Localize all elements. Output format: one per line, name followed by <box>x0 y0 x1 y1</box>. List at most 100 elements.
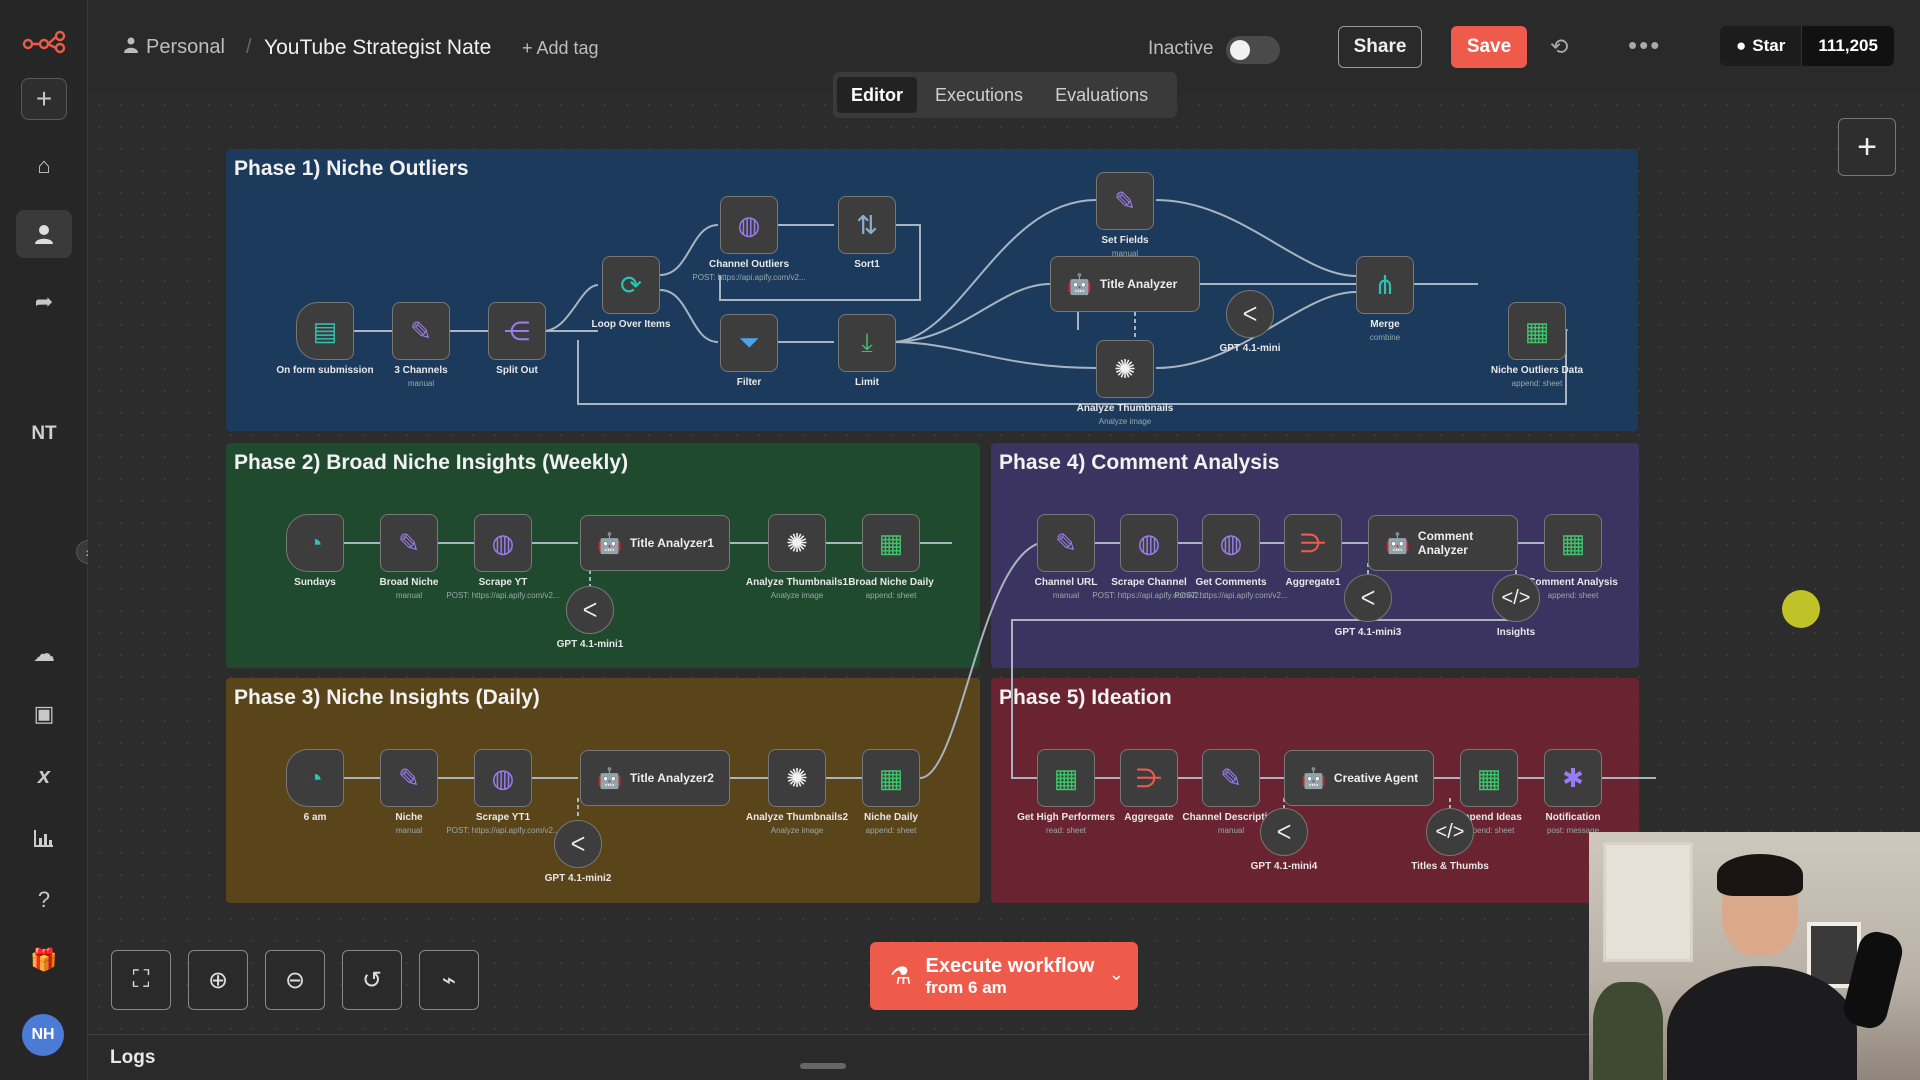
reset-zoom-button[interactable]: ↺ <box>342 950 402 1010</box>
zoom-to-fit-button[interactable]: ⛶ <box>111 950 171 1010</box>
form-icon: ▤ <box>312 315 338 346</box>
comment-analyzer-node[interactable]: 🤖Comment Analyzer <box>1368 515 1518 571</box>
openai-icon: ᐸ <box>1360 587 1376 610</box>
add-tag-button[interactable]: + Add tag <box>522 38 599 58</box>
title-analyzer-node[interactable]: 🤖Title Analyzer <box>1050 256 1200 312</box>
share-arrow-icon[interactable]: ➦ <box>34 289 54 314</box>
more-options-icon[interactable]: ••• <box>1628 30 1662 60</box>
logs-resize-handle[interactable] <box>800 1063 846 1069</box>
pencil-icon: ✎ <box>410 315 432 346</box>
history-icon[interactable]: ⟲ <box>1550 34 1569 59</box>
chevron-down-icon[interactable]: ⌄ <box>1108 964 1124 984</box>
limit-node[interactable]: ⤓Limit <box>838 314 896 388</box>
openai-icon: ᐸ <box>570 833 586 856</box>
help-icon[interactable]: ? <box>37 887 51 912</box>
execute-workflow-button[interactable]: ⚗ Execute workflow from 6 am ⌄ <box>870 942 1138 1010</box>
titles-and-thumbs-node[interactable]: </>Titles & Thumbs <box>1411 808 1489 872</box>
title-analyzer-2-node[interactable]: 🤖Title Analyzer2 <box>580 750 730 806</box>
webcam-overlay <box>1589 832 1920 1080</box>
openai-icon: ᐸ <box>582 599 598 622</box>
n8n-logo-icon[interactable] <box>16 18 72 66</box>
6am-schedule-node[interactable]: ◔6 am <box>286 749 344 823</box>
new-workflow-button[interactable]: + <box>21 78 67 120</box>
limit-icon: ⤓ <box>861 327 873 357</box>
github-star-widget[interactable]: ●Star 111,205 <box>1720 26 1894 66</box>
tab-executions[interactable]: Executions <box>935 84 1024 105</box>
creative-agent-node[interactable]: 🤖Creative Agent <box>1284 750 1434 806</box>
tidy-up-button[interactable]: ⌁ <box>419 950 479 1010</box>
split-out-node[interactable]: ⋲Split Out <box>488 302 546 376</box>
webcam-person-body <box>1667 966 1857 1080</box>
active-toggle[interactable] <box>1226 36 1280 64</box>
filter-node[interactable]: ⏷Filter <box>720 314 778 388</box>
cloud-icon[interactable]: ☁ <box>33 641 55 666</box>
sort-node[interactable]: ⇅Sort1 <box>838 196 896 270</box>
robot-icon: 🤖 <box>597 532 622 555</box>
title-analyzer-1-node[interactable]: 🤖Title Analyzer1 <box>580 515 730 571</box>
package-icon[interactable]: ▣ <box>33 701 55 726</box>
home-icon[interactable]: ⌂ <box>37 153 51 178</box>
tab-evaluations[interactable]: Evaluations <box>1055 84 1149 105</box>
workflow-title[interactable]: YouTube Strategist Nate <box>264 36 492 59</box>
variable-icon[interactable]: x <box>37 763 51 788</box>
fullscreen-icon: ⛶ <box>132 966 150 993</box>
globe-icon: ◍ <box>1137 527 1161 558</box>
on-form-submission-node[interactable]: ▤On form submission <box>276 302 374 376</box>
openai-icon: ✺ <box>786 527 808 558</box>
user-icon[interactable] <box>16 210 72 258</box>
code-icon: </> <box>1435 820 1465 843</box>
project-breadcrumb[interactable]: Personal <box>146 36 225 58</box>
aggregate-1-node[interactable]: ⋺Aggregate1 <box>1284 514 1342 588</box>
save-button[interactable]: Save <box>1451 26 1527 68</box>
tab-editor[interactable]: Editor <box>837 77 917 113</box>
aggregate-node[interactable]: ⋺Aggregate <box>1120 749 1178 823</box>
sundays-schedule-node[interactable]: ◔Sundays <box>286 514 344 588</box>
share-button[interactable]: Share <box>1338 26 1422 68</box>
add-node-button[interactable]: + <box>1838 118 1896 176</box>
pencil-icon: ✎ <box>1220 762 1242 793</box>
pencil-icon: ✎ <box>1114 185 1136 216</box>
avatar[interactable]: NH <box>22 1014 64 1056</box>
insights-node[interactable]: </>Insights <box>1492 574 1540 638</box>
gift-icon[interactable]: 🎁 <box>30 947 58 972</box>
globe-icon: ◍ <box>491 762 515 793</box>
status-label: Inactive <box>1148 38 1214 59</box>
zoom-in-button[interactable]: ⊕ <box>188 950 248 1010</box>
phase-1-sticky[interactable]: Phase 1) Niche Outliers <box>226 149 1638 431</box>
zoom-out-button[interactable]: ⊖ <box>265 950 325 1010</box>
chart-icon[interactable] <box>16 814 72 862</box>
project-initials[interactable]: NT <box>31 423 57 444</box>
loop-over-items-node[interactable]: ⟳Loop Over Items <box>592 256 670 330</box>
webcam-plant <box>1593 982 1663 1080</box>
webcam-person-hair <box>1717 854 1803 896</box>
phase-3-title: Phase 3) Niche Insights (Daily) <box>234 686 540 709</box>
